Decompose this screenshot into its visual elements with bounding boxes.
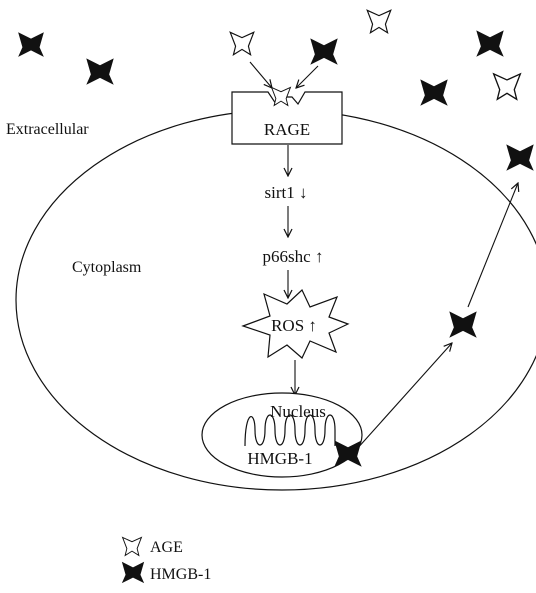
arrow-hmgb1-to-rage — [296, 65, 319, 88]
filled-star-icon — [121, 561, 145, 584]
dna-coil — [244, 414, 336, 447]
nucleus-label: Nucleus — [270, 402, 326, 421]
p66shc-label: p66shc ↑ — [263, 247, 324, 266]
hmgb1-icon — [310, 38, 338, 65]
arrow-hmgb1-export-2 — [467, 183, 518, 308]
hmgb1-icon — [506, 144, 534, 171]
age-icon — [492, 73, 522, 101]
legend: AGE HMGB-1 — [121, 536, 211, 584]
legend-age-label: AGE — [150, 539, 183, 556]
sirt1-label: sirt1 ↓ — [265, 183, 308, 202]
ros-burst — [241, 288, 350, 359]
legend-hmgb1-label: HMGB-1 — [150, 566, 211, 583]
age-icon — [366, 9, 392, 34]
hmgb1-icon — [86, 58, 114, 85]
nucleus — [201, 392, 363, 478]
hmgb1-icon — [18, 32, 44, 57]
hmgb1-icon — [420, 79, 448, 106]
arrow-hmgb1-export-1 — [355, 343, 452, 451]
cytoplasm-label: Cytoplasm — [72, 259, 142, 276]
age-icon — [229, 31, 255, 56]
hmgb1-icon — [476, 30, 504, 57]
arrow-age-to-rage — [249, 61, 272, 88]
rage-label: RAGE — [264, 120, 310, 139]
hmgb1-nuclear-label: HMGB-1 — [247, 449, 312, 468]
hmgb1-icon — [449, 311, 477, 338]
open-star-icon — [122, 536, 142, 556]
extracellular-label: Extracellular — [6, 121, 89, 138]
ros-label: ROS ↑ — [271, 316, 317, 335]
rage-receptor — [231, 91, 343, 145]
